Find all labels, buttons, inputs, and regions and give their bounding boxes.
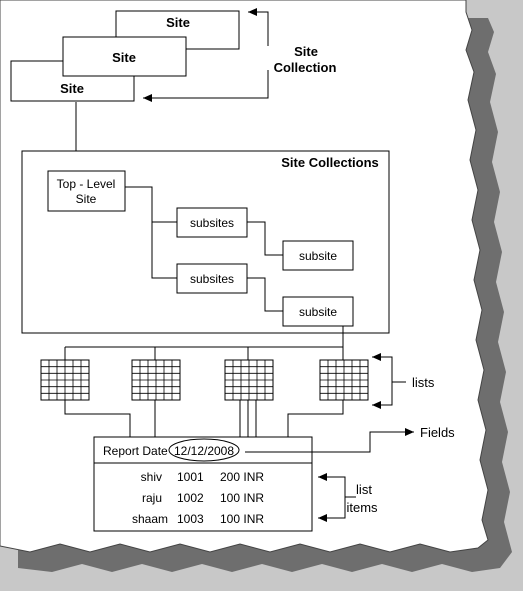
- fields-label: Fields: [420, 425, 455, 440]
- report-date-highlight: [168, 438, 240, 462]
- list-grid-icon: [319, 359, 369, 401]
- report-date-value: 12/12/2008: [174, 444, 234, 458]
- subsites-box-1: [176, 207, 248, 238]
- subsites-label-1: subsites: [190, 216, 234, 230]
- subsite-connector-1: [247, 221, 283, 256]
- report-date-label: Report Date: [103, 444, 168, 458]
- site-collection-label-line1: Site: [294, 44, 318, 59]
- list-grids: [40, 359, 369, 401]
- subsite-box-2: [282, 296, 354, 327]
- site-label-middle: Site: [112, 50, 136, 65]
- report-row-2-amount: 100 INR: [220, 491, 264, 505]
- subsite-box-1: [282, 240, 354, 271]
- lists-bracket-bottom: [372, 382, 393, 409]
- report-row-3-id: 1003: [177, 512, 204, 526]
- report-row-1-id: 1001: [177, 470, 204, 484]
- subsites-label-2: subsites: [190, 272, 234, 286]
- site-label-back: Site: [166, 15, 190, 30]
- report-row-3-name: shaam: [132, 512, 168, 526]
- list-to-report-1: [64, 400, 131, 437]
- top-level-site-label-line1: Top - Level: [57, 177, 116, 191]
- site-collection-bracket-lower: [143, 70, 269, 102]
- site-collections-title: Site Collections: [281, 155, 379, 170]
- report-box: [93, 436, 313, 532]
- top-level-site-box: [47, 170, 126, 212]
- list-items-label-line1: list: [356, 482, 372, 497]
- report-row-3-amount: 100 INR: [220, 512, 264, 526]
- subsites-box-2: [176, 263, 248, 294]
- list-items-bracket-bottom: [318, 497, 346, 522]
- tree-connector-bottom: [151, 222, 177, 279]
- site-collection-bracket: [248, 8, 269, 46]
- lists-bracket-top: [372, 353, 393, 382]
- list-items-bracket-top: [318, 473, 346, 497]
- list-items-label-line2: items: [346, 500, 378, 515]
- list-grid-icon: [131, 359, 181, 401]
- tree-connector-top: [125, 186, 177, 223]
- list-grid-icon: [40, 359, 90, 401]
- subsite-label-2: subsite: [299, 305, 337, 319]
- report-row-1-amount: 200 INR: [220, 470, 264, 484]
- subsite-connector-2: [247, 277, 283, 312]
- report-row-2-id: 1002: [177, 491, 204, 505]
- subsite-label-1: subsite: [299, 249, 337, 263]
- fields-arrow: [245, 428, 414, 453]
- list-grid-icon: [224, 359, 274, 401]
- list-to-report-4: [287, 400, 344, 437]
- site-collection-label-line2: Collection: [274, 60, 337, 75]
- lists-label: lists: [412, 375, 435, 390]
- top-level-site-label-line2: Site: [76, 192, 97, 206]
- site-box-middle: [62, 36, 187, 77]
- report-row-1-name: shiv: [141, 470, 162, 484]
- report-row-2-name: raju: [142, 491, 162, 505]
- site-label-front: Site: [60, 81, 84, 96]
